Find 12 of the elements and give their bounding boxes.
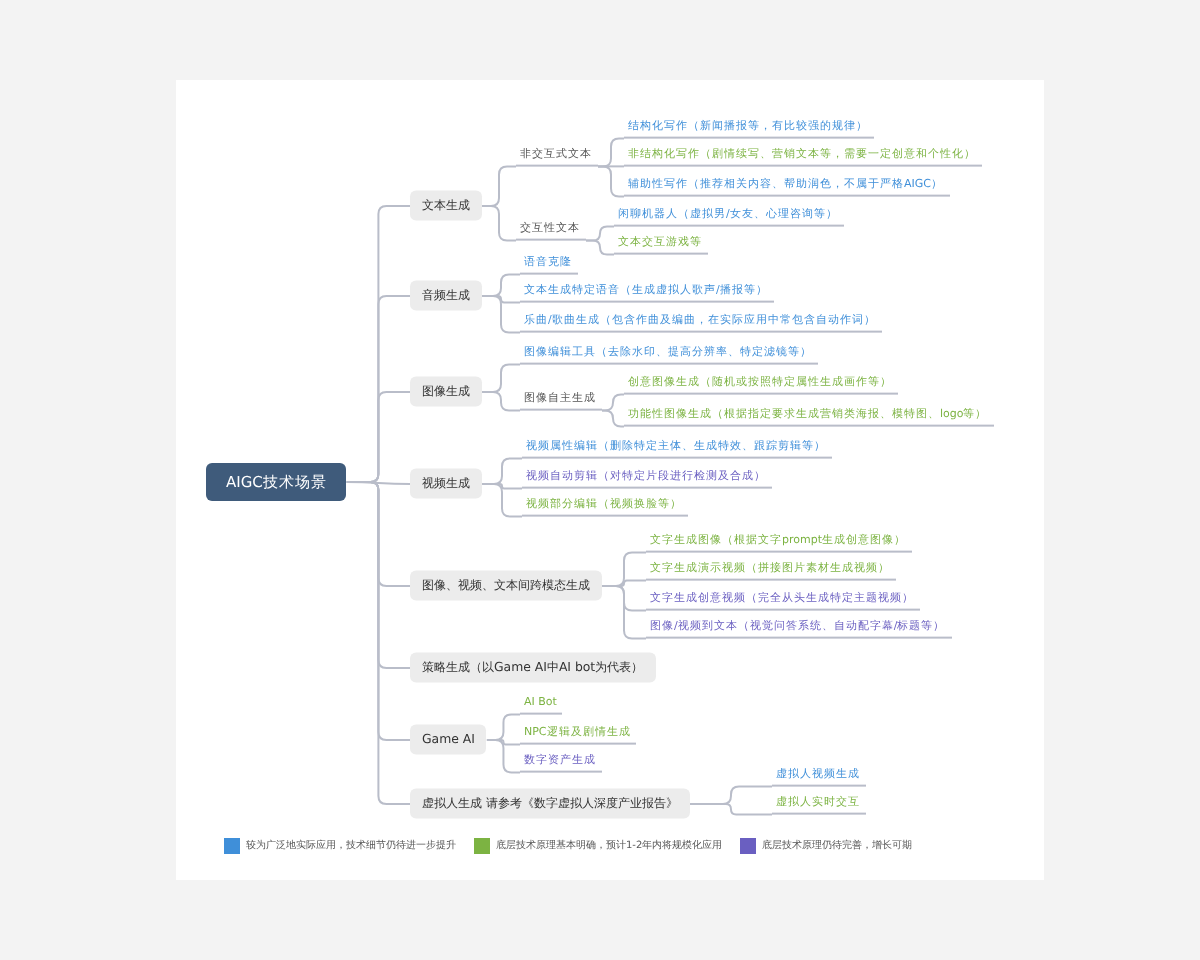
- branch-line: [597, 165, 625, 198]
- branch-line: [481, 295, 521, 334]
- branch-line: [481, 391, 521, 412]
- branch-line: [601, 393, 625, 412]
- branch-line: [688, 803, 773, 816]
- branch-line: [601, 409, 625, 428]
- branch-line: [481, 205, 517, 242]
- branch-line: [585, 239, 615, 256]
- branch-line: [345, 481, 411, 805]
- branch-line: [481, 483, 523, 518]
- branch-line: [601, 585, 647, 640]
- branch-line: [485, 739, 521, 774]
